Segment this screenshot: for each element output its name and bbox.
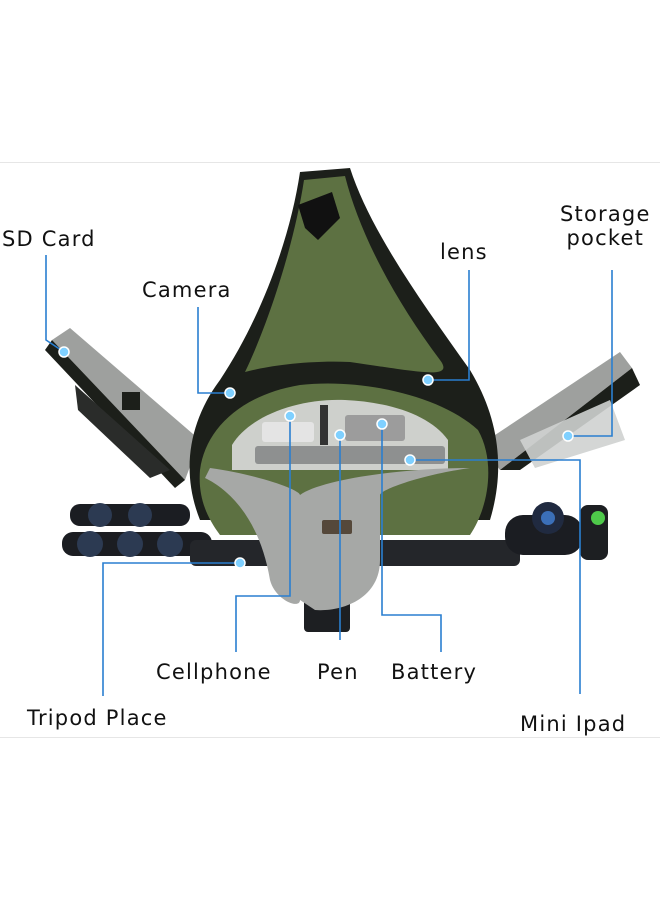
bag-body xyxy=(189,168,499,611)
callout-lines xyxy=(45,255,613,696)
label-sd-card: SD Card xyxy=(2,227,96,251)
label-lens: lens xyxy=(440,240,488,264)
label-storage-line1: Storage xyxy=(560,202,651,226)
label-pen: Pen xyxy=(317,660,359,684)
label-cellphone: Cellphone xyxy=(156,660,272,684)
label-mini-ipad: Mini Ipad xyxy=(520,712,627,736)
left-flap xyxy=(45,328,200,488)
label-tripod-place: Tripod Place xyxy=(27,706,168,730)
image-frame xyxy=(0,162,660,738)
label-storage-line2: pocket xyxy=(566,226,645,251)
label-battery: Battery xyxy=(391,660,478,684)
label-storage-pocket: Storage pocket xyxy=(560,202,651,250)
right-flap xyxy=(480,352,640,470)
label-camera: Camera xyxy=(142,278,232,302)
